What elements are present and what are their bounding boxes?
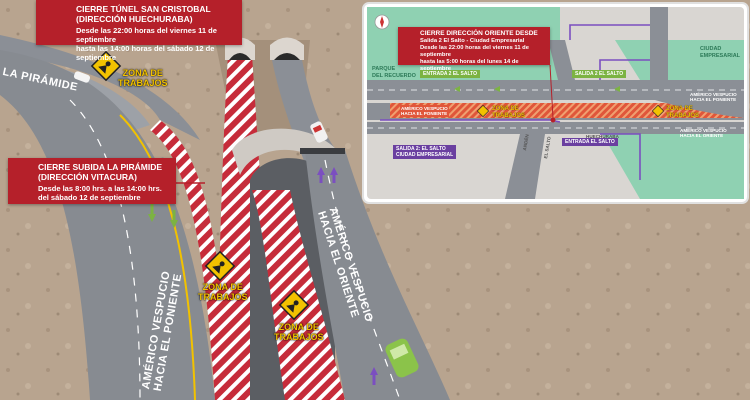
inset-street-label: HUECHURABA: [586, 134, 619, 139]
tag-line: CIUDAD EMPRESARIAL: [396, 152, 454, 158]
arrow-down-icon: [170, 210, 178, 228]
tag-line: SALIDA 2: EL SALTO: [396, 146, 446, 152]
area-line: DEL RECUERDO: [372, 72, 416, 79]
tunnel-opening-left: [229, 53, 251, 60]
piramide-road: [0, 35, 200, 140]
car-white-left: [73, 71, 91, 83]
callout-detail: Desde las 22:00 horas del viernes 11 de …: [420, 45, 529, 58]
callout-detail: hasta las 14:00 horas del sábado 12 de s…: [76, 44, 215, 62]
inset-line: AMÉRICO VESPUCIO: [680, 128, 727, 133]
inset-workers-sign-icon: [476, 104, 490, 118]
car-green: [385, 338, 419, 378]
inset-purple-route: [380, 24, 650, 180]
overpass-bridge: [232, 128, 345, 185]
traffic-arrows-green: [148, 204, 178, 228]
tunnel-portal-right: [270, 37, 304, 60]
piramide-closure-callout: CIERRE SUBIDA LA PIRÁMIDE (DIRECCIÓN VIT…: [8, 158, 176, 204]
inset-road-vertical-2: [548, 40, 575, 80]
tag-salida-salto-top: SALIDA 2 EL SALTO: [572, 70, 627, 78]
tag-entrada-salto-bottom: ENTRADA EL SALTO: [562, 138, 618, 146]
oriente-closure-callout: CIERRE DIRECCIÓN ORIENTE DESDE Salida 2 …: [398, 27, 550, 72]
callout-subtitle: (DIRECCIÓN HUECHURABA): [76, 14, 193, 24]
callout-detail: Desde las 8:00 hrs. a las 14:00 hrs.: [38, 184, 162, 193]
inset-callout-leader: [549, 64, 554, 119]
car-white-tunnel: [310, 121, 328, 143]
zone-line: ZONA DE: [278, 322, 319, 332]
inset-green-ciudad: [615, 40, 744, 80]
inset-line: HACIA EL PONIENTE: [690, 97, 737, 102]
overhead-sign-gantry: [300, 148, 345, 154]
workers-sign-icon: [278, 289, 310, 321]
oriente-lane-divider: [324, 159, 401, 400]
tunnel-opening-right: [274, 53, 300, 60]
zone-line: TRABAJOS: [492, 112, 526, 119]
arrow-up-icon: [370, 367, 378, 385]
arrow-up-icon: [330, 167, 338, 183]
inset-line: AMÉRICO VESPUCIO: [401, 106, 448, 111]
zone-line: TRABAJOS: [666, 112, 700, 119]
callout-title: CIERRE TÚNEL SAN CRISTOBAL: [76, 4, 211, 14]
inset-line: AMÉRICO VESPUCIO: [690, 92, 737, 97]
inset-road-vertical-3: [650, 7, 668, 80]
zone-line: ZONA DE: [122, 68, 163, 78]
callout-detail: Desde las 22:00 horas del viernes 11 de …: [76, 26, 217, 44]
arrow-down-icon: [148, 204, 156, 222]
zone-line: TRABAJOS: [198, 292, 248, 302]
poniente-work-zone-strip: [150, 120, 230, 400]
inset-road-vertical-1: [505, 134, 545, 199]
zone-line: ZONA DE: [202, 282, 243, 292]
inset-line: HACIA EL PONIENTE: [401, 111, 448, 116]
tunnel-closure-callout: CIERRE TÚNEL SAN CRISTOBAL (DIRECCIÓN HU…: [36, 0, 242, 62]
area-line: CIUDAD: [700, 46, 722, 52]
inset-green-bottom: [600, 130, 744, 199]
callout-detail: Salida 2 El Salto - Ciudad Empresarial: [420, 38, 525, 44]
callout-detail: del sábado 12 de septiembre: [38, 193, 141, 202]
zone-line: ZONA DE: [666, 106, 693, 112]
arrow-up-icon: [317, 167, 325, 183]
oriente-highway: [305, 150, 450, 400]
traffic-arrows: [317, 167, 378, 385]
area-line: EMPRESARIAL: [700, 52, 741, 59]
poniente-highway: [0, 50, 215, 400]
inset-closure-point: [550, 117, 556, 123]
lane-divider: [69, 99, 141, 400]
zone-line: TRABAJOS: [118, 78, 168, 88]
zone-line: TRABAJOS: [274, 332, 324, 342]
inset-workers-sign-icon: [651, 104, 665, 118]
workers-sign-icon: [90, 50, 122, 82]
area-line: PARQUE: [372, 66, 396, 72]
compass-icon: [374, 14, 390, 30]
callout-title: CIERRE SUBIDA LA PIRÁMIDE: [38, 162, 163, 172]
callout-detail: hasta las 5:00 horas del lunes 14 de sep…: [420, 59, 519, 72]
workers-sign-icon: [204, 250, 236, 282]
callout-title: CIERRE DIRECCIÓN ORIENTE DESDE: [420, 30, 538, 37]
tag-entrada-salto-top: ENTRADA 2 EL SALTO: [420, 70, 480, 78]
callout-subtitle: (DIRECCIÓN VITACURA): [38, 172, 138, 182]
inset-line: HACIA EL ORIENTE: [680, 133, 724, 138]
zone-line: ZONA DE: [492, 106, 519, 112]
